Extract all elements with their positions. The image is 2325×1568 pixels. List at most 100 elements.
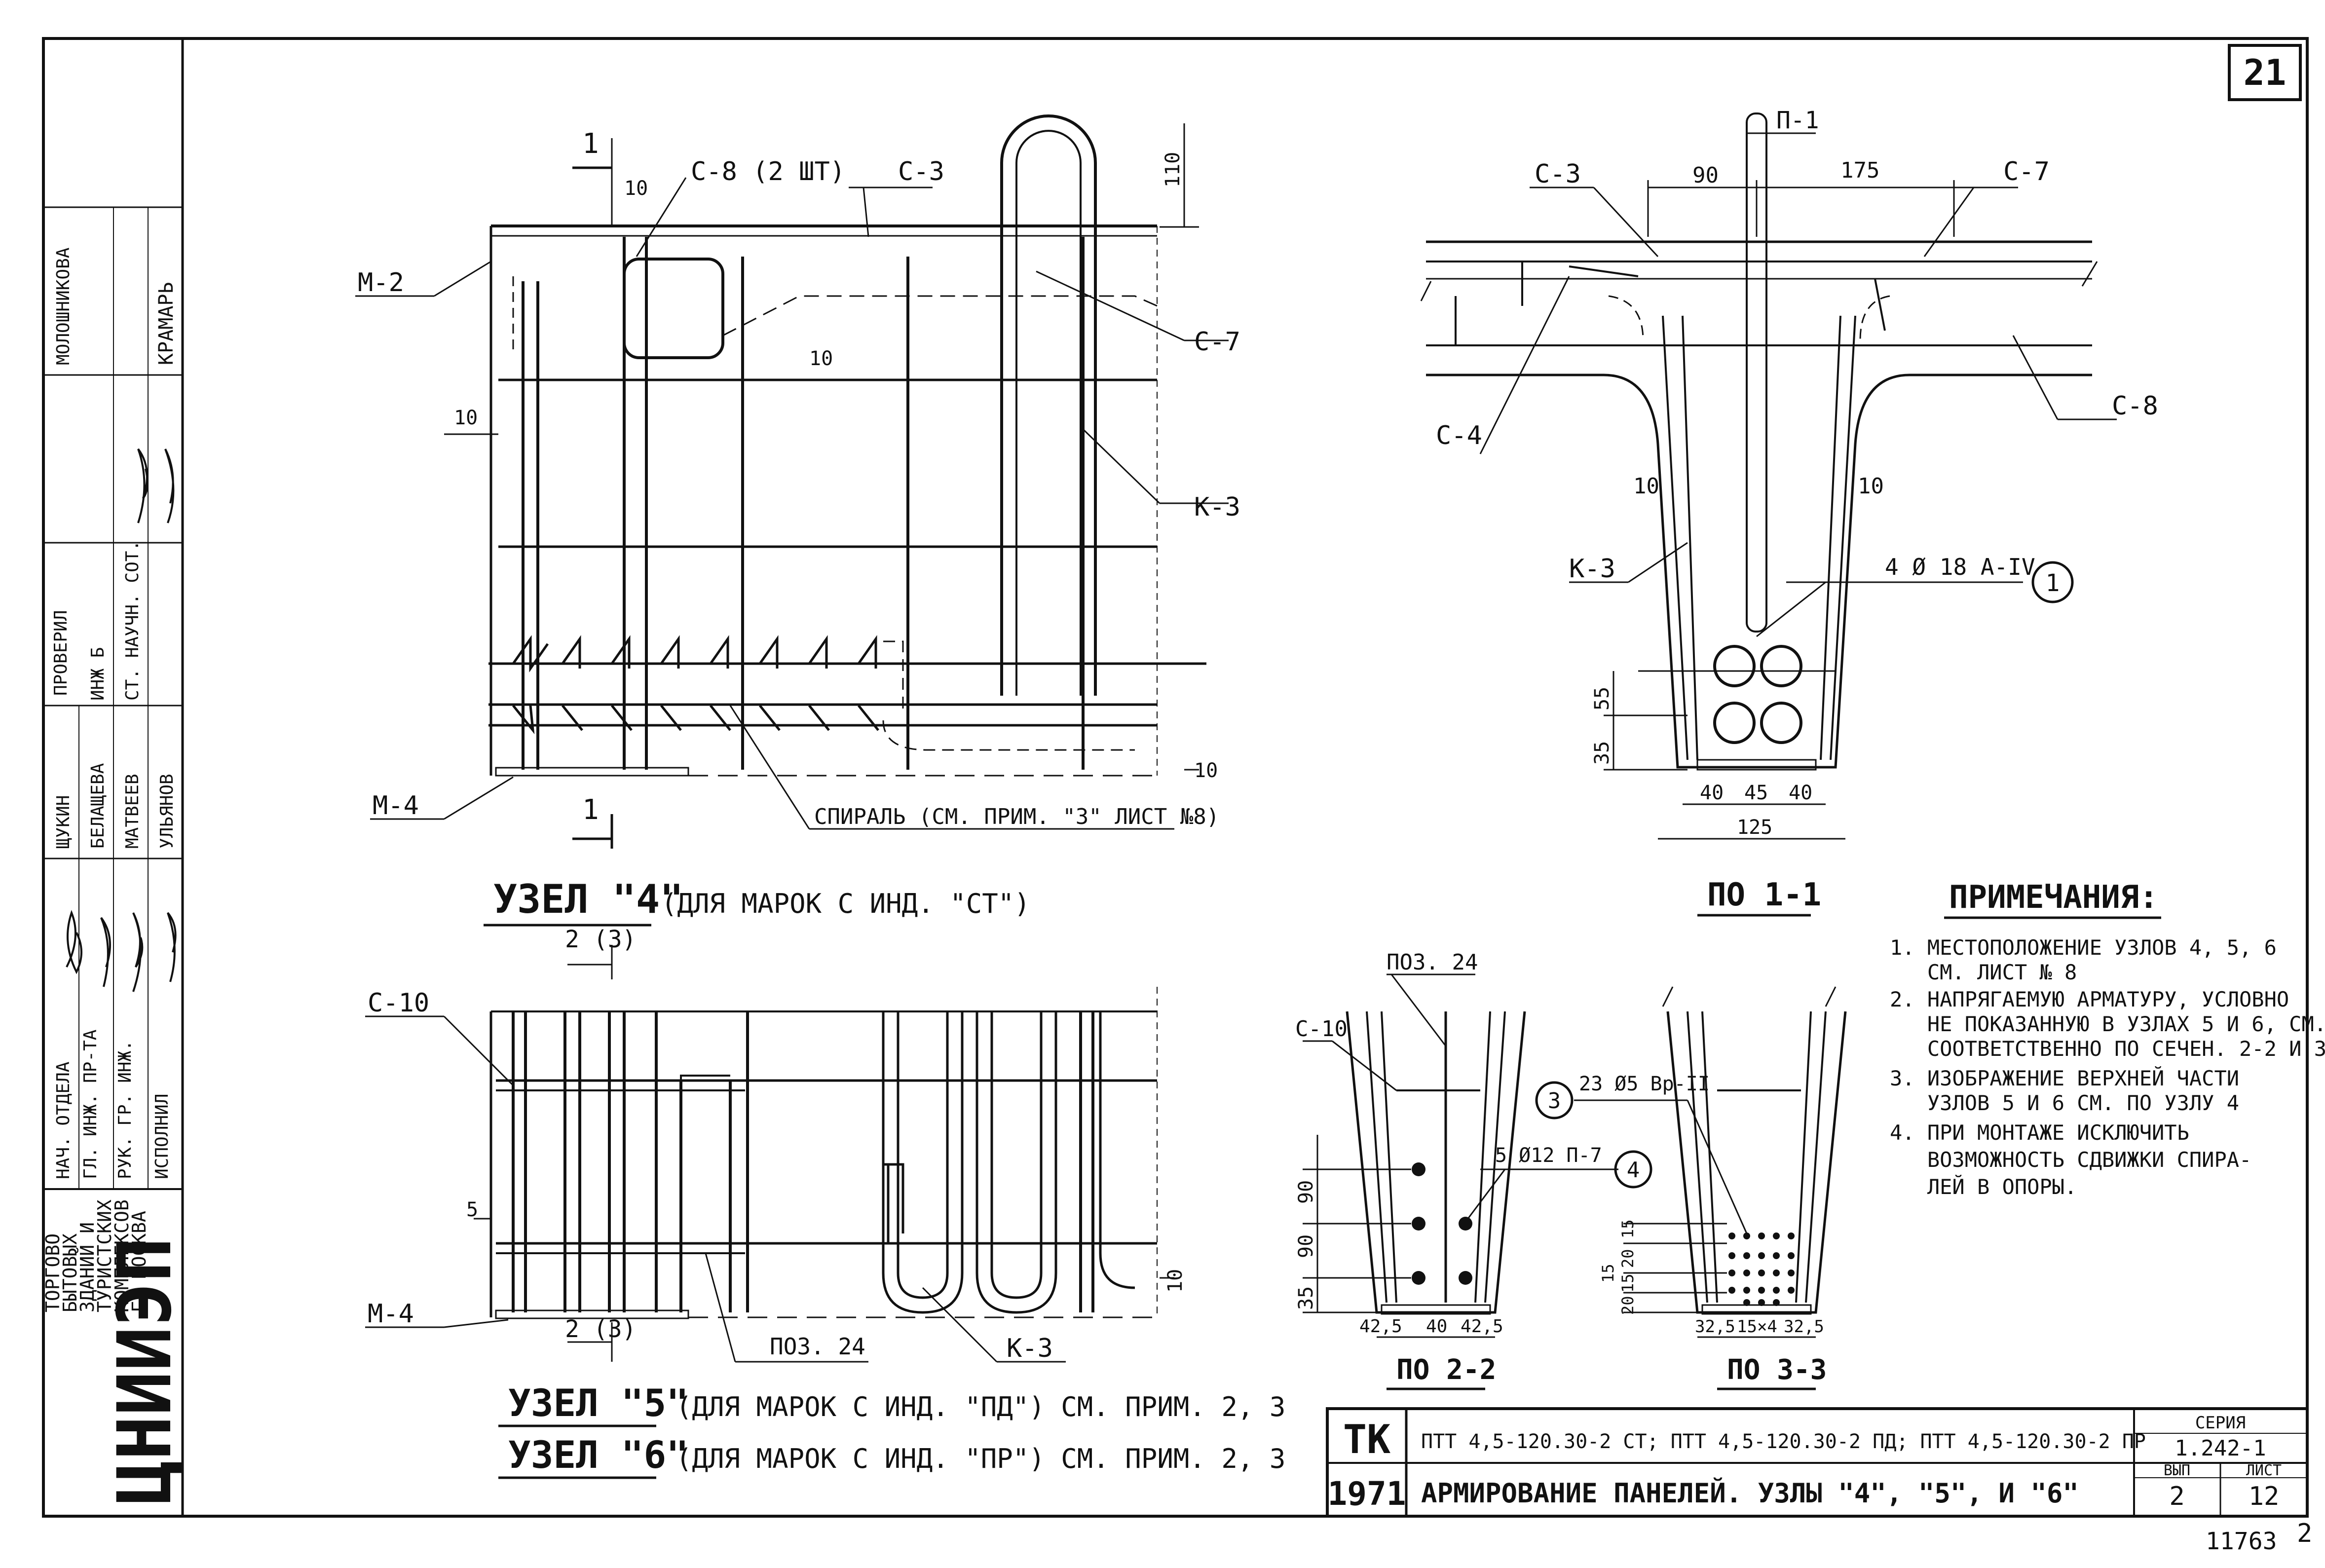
- tb-series-label: СЕРИЯ: [2195, 1413, 2246, 1433]
- note-line-6: 3. ИЗОБРАЖЕНИЕ ВЕРХНЕЙ ЧАСТИ: [1890, 1066, 2239, 1090]
- svg-text:ЩУКИН: ЩУКИН: [53, 795, 74, 849]
- node4-horizontal-bars: [488, 378, 1206, 727]
- s33-title: ПО 3-3: [1727, 1354, 1827, 1386]
- svg-text:ТОРГОВО: ТОРГОВО: [42, 1233, 64, 1312]
- s22-dim-35: 35: [1295, 1286, 1317, 1310]
- label-m4b: М-4: [368, 1299, 414, 1329]
- s11-c7: С-7: [2003, 157, 2050, 187]
- svg-text:МАТВЕЕВ: МАТВЕЕВ: [122, 774, 143, 849]
- note-line-7: УЗЛОВ 5 И 6 СМ. ПО УЗЛУ 4: [1890, 1091, 2239, 1115]
- section-2-2-labels: ПОЗ. 24 С-10 5 Ø12 П-7 4 90 90 35 42,5 4…: [1295, 950, 1652, 1390]
- s33-dim-15a: 15: [1618, 1219, 1637, 1238]
- s11-c4: С-4: [1436, 421, 1482, 450]
- stamp-roles: НАЧ. ОТДЕЛА ГЛ. ИНЖ. ПР-ТА РУК. ГР. ИНЖ.…: [53, 1029, 172, 1179]
- s22-dim-425a: 42,5: [1359, 1316, 1402, 1337]
- label-c3: С-3: [898, 157, 944, 187]
- label-c7: С-7: [1194, 327, 1240, 357]
- section-1-1-labels: С-3 П-1 С-7 С-4 С-8 К-3 90 175 10 10 4 Ø…: [1436, 107, 2158, 917]
- node-5-subtitle: (ДЛЯ МАРОК С ИНД. "ПД") СМ. ПРИМ. 2, 3: [676, 1391, 1285, 1422]
- dim-10c: 10: [454, 407, 478, 429]
- notes-heading: ПРИМЕЧАНИЯ:: [1949, 879, 2158, 916]
- s33-dim-325b: 32,5: [1784, 1317, 1824, 1337]
- notes-block: ПРИМЕЧАНИЯ: 1. МЕСТОПОЛОЖЕНИЕ УЗЛОВ 4, 5…: [1890, 879, 2325, 1199]
- node-5-6-labels: С-10 М-4 ПОЗ. 24 К-3 2 (3) 2 (3) 5 10 УЗ…: [368, 926, 1285, 1479]
- note-line-2: СМ. ЛИСТ № 8: [1890, 960, 2077, 984]
- s33-dim-20a: 20: [1618, 1249, 1637, 1268]
- s22-dim-40: 40: [1426, 1316, 1447, 1337]
- signatures: [66, 448, 177, 992]
- s22-dim-90a: 90: [1295, 1180, 1317, 1204]
- section-mark-top: 1: [582, 128, 599, 160]
- section-2-2-leaders: [1303, 973, 1618, 1338]
- s33-dim-15x4: 15×4: [1737, 1317, 1777, 1337]
- tb-series-value: 1.242-1: [2175, 1436, 2266, 1461]
- s33-rebar-mark: 3: [1548, 1088, 1561, 1114]
- s11-dim-10a: 10: [1633, 474, 1659, 499]
- note-line-8: 4. ПРИ МОНТАЖЕ ИСКЛЮЧИТЬ: [1890, 1120, 2189, 1145]
- s33-dim-20b: 20: [1618, 1296, 1637, 1315]
- section-mark-56-bottom: 2 (3): [565, 1315, 637, 1343]
- s11-dim-45: 45: [1744, 782, 1768, 804]
- s11-p1: П-1: [1776, 107, 1819, 134]
- tb-marks: ПТТ 4,5-120.30-2 СТ; ПТТ 4,5-120.30-2 ПД…: [1421, 1430, 2146, 1453]
- svg-text:ГЛ. ИНЖ. ПР-ТА: ГЛ. ИНЖ. ПР-ТА: [80, 1029, 101, 1179]
- s11-k3: К-3: [1569, 554, 1615, 584]
- label-poz24: ПОЗ. 24: [770, 1333, 865, 1360]
- section-mark-bottom: 1: [582, 794, 599, 826]
- s11-dim-35: 35: [1591, 741, 1613, 765]
- tb-code2: 1971: [1328, 1475, 1406, 1513]
- node56-vertical-bars: [512, 1011, 1094, 1312]
- s11-dim-90: 90: [1692, 163, 1719, 188]
- s22-poz24: ПОЗ. 24: [1387, 950, 1478, 975]
- inzh-label: ИНЖ Б: [88, 647, 108, 701]
- label-c10: С-10: [368, 988, 429, 1018]
- section-3-3-drawing: [1662, 986, 1847, 1315]
- s22-rebar-mark-circle: [1614, 1150, 1652, 1189]
- node-4-leaders: [355, 123, 1229, 830]
- note-line-4: НЕ ПОКАЗАННУЮ В УЗЛАХ 5 И 6, СМ.: [1890, 1012, 2325, 1036]
- svg-text:ТУРИСТСКИХ: ТУРИСТСКИХ: [94, 1199, 115, 1312]
- label-m4: М-4: [373, 791, 419, 821]
- node-4-title: УЗЕЛ "4": [493, 876, 683, 922]
- svg-text:УЛЬЯНОВ: УЛЬЯНОВ: [157, 774, 177, 849]
- node-5-title: УЗЕЛ "5": [508, 1381, 689, 1425]
- section-3-3-wires: [1728, 1232, 1795, 1306]
- dim-5: 5: [466, 1198, 478, 1221]
- svg-text:ЗДАНИЙ И: ЗДАНИЙ И: [76, 1222, 98, 1312]
- svg-text:БЫТОВЫХ: БЫТОВЫХ: [59, 1233, 81, 1312]
- s11-dim-55: 55: [1591, 687, 1613, 710]
- sheet-number: 21: [2244, 52, 2287, 93]
- label-c8: С-8 (2 ШТ): [691, 157, 845, 187]
- s33-dim-15c: 15: [1618, 1273, 1637, 1293]
- dim-10a: 10: [624, 177, 648, 200]
- node4-vertical-bars: [522, 237, 1085, 770]
- stamp-number: 11763: [2206, 1528, 2277, 1555]
- org-logo: ЦНИИЭП: [102, 1237, 188, 1505]
- svg-text:ИСПОЛНИЛ: ИСПОЛНИЛ: [152, 1094, 172, 1179]
- s22-rebar-label: 5 Ø12 П-7: [1495, 1144, 1602, 1167]
- node-5-6-leaders: [365, 945, 1174, 1363]
- s33-rebar-label: 23 Ø5 Вр-II: [1579, 1073, 1710, 1095]
- s33-rebar-mark-circle: [1535, 1081, 1574, 1120]
- org-lines: ТОРГОВО БЫТОВЫХ ЗДАНИЙ И ТУРИСТСКИХ КОМП…: [42, 1199, 150, 1312]
- check-name: КРАМАРЬ: [155, 282, 178, 365]
- svg-text:КОМПЛЕКСОВ: КОМПЛЕКСОВ: [111, 1199, 133, 1312]
- note-line-10: ЛЕЙ В ОПОРЫ.: [1890, 1174, 2077, 1199]
- node-4-drawing: [488, 114, 1206, 777]
- tb-list-value: 12: [2249, 1482, 2280, 1511]
- sheet-number-box: 21: [2228, 44, 2302, 101]
- node-4-labels: М-2 С-8 (2 ШТ) С-3 С-7 К-3 М-4 СПИРАЛЬ (…: [358, 128, 1240, 927]
- s22-dim-425b: 42,5: [1461, 1316, 1503, 1337]
- svg-text:БЕЛАЩЕВА: БЕЛАЩЕВА: [88, 763, 108, 849]
- tb-title: АРМИРОВАНИЕ ПАНЕЛЕЙ. УЗЛЫ "4", "5", И "6…: [1421, 1478, 2079, 1509]
- s22-rebar-mark: 4: [1627, 1157, 1640, 1183]
- dim-10-56: 10: [1164, 1269, 1187, 1293]
- s11-c3: С-3: [1535, 159, 1581, 189]
- dim-10b: 10: [809, 347, 833, 370]
- label-k3b: К-3: [1007, 1334, 1053, 1363]
- s22-c10: С-10: [1295, 1016, 1348, 1042]
- svg-text:НАЧ. ОТДЕЛА: НАЧ. ОТДЕЛА: [53, 1061, 74, 1179]
- stamp-suffix: 2: [2297, 1519, 2312, 1548]
- s11-dim-125: 125: [1737, 816, 1772, 839]
- s11-dim-175: 175: [1840, 158, 1879, 183]
